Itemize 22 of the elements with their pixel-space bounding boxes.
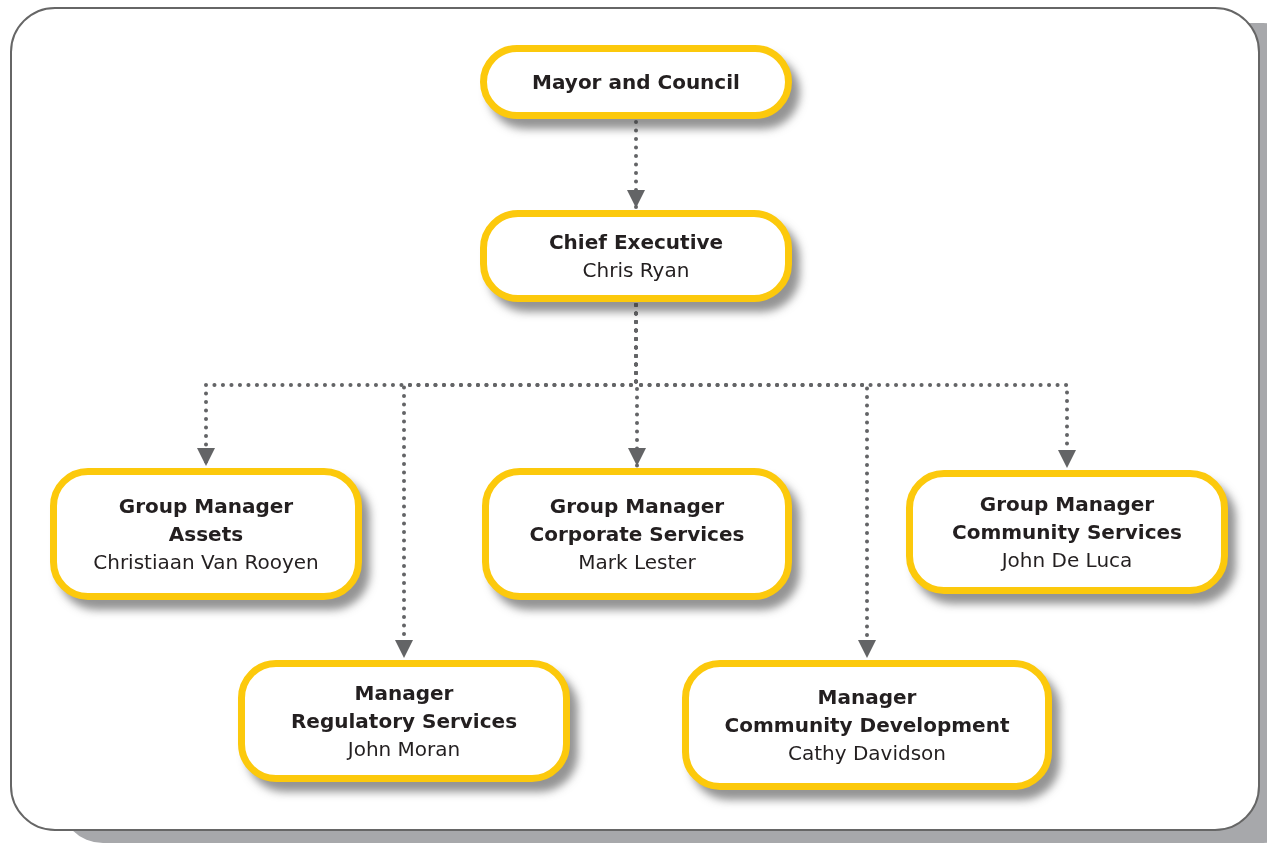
dotted-arrow [634, 303, 1076, 470]
rounded-box [50, 468, 362, 600]
rounded-box [480, 45, 792, 119]
rounded-box [480, 210, 792, 302]
person-name: Christiaan Van Rooyen [93, 549, 319, 576]
role-title: Group Manager Community Services [951, 491, 1182, 546]
dotted-arrow [627, 120, 645, 210]
rounded-box [906, 470, 1228, 594]
person-name: Mark Lester [578, 549, 696, 576]
person-name: John De Luca [1001, 547, 1133, 574]
person-name: Chris Ryan [582, 257, 690, 284]
role-title: Manager Community Development [724, 684, 1010, 739]
role-title: Group Manager Corporate Services [529, 493, 745, 548]
role-title: Manager Regulatory Services [290, 680, 518, 735]
person-name: Cathy Davidson [788, 740, 946, 767]
rounded-box [238, 660, 570, 782]
role-title: Mayor and Council [532, 69, 740, 96]
role-title: Chief Executive [548, 229, 724, 256]
rounded-box [482, 468, 792, 600]
role-title: Group Manager Assets [118, 493, 294, 548]
person-name: John Moran [347, 736, 461, 763]
rounded-box [682, 660, 1052, 790]
